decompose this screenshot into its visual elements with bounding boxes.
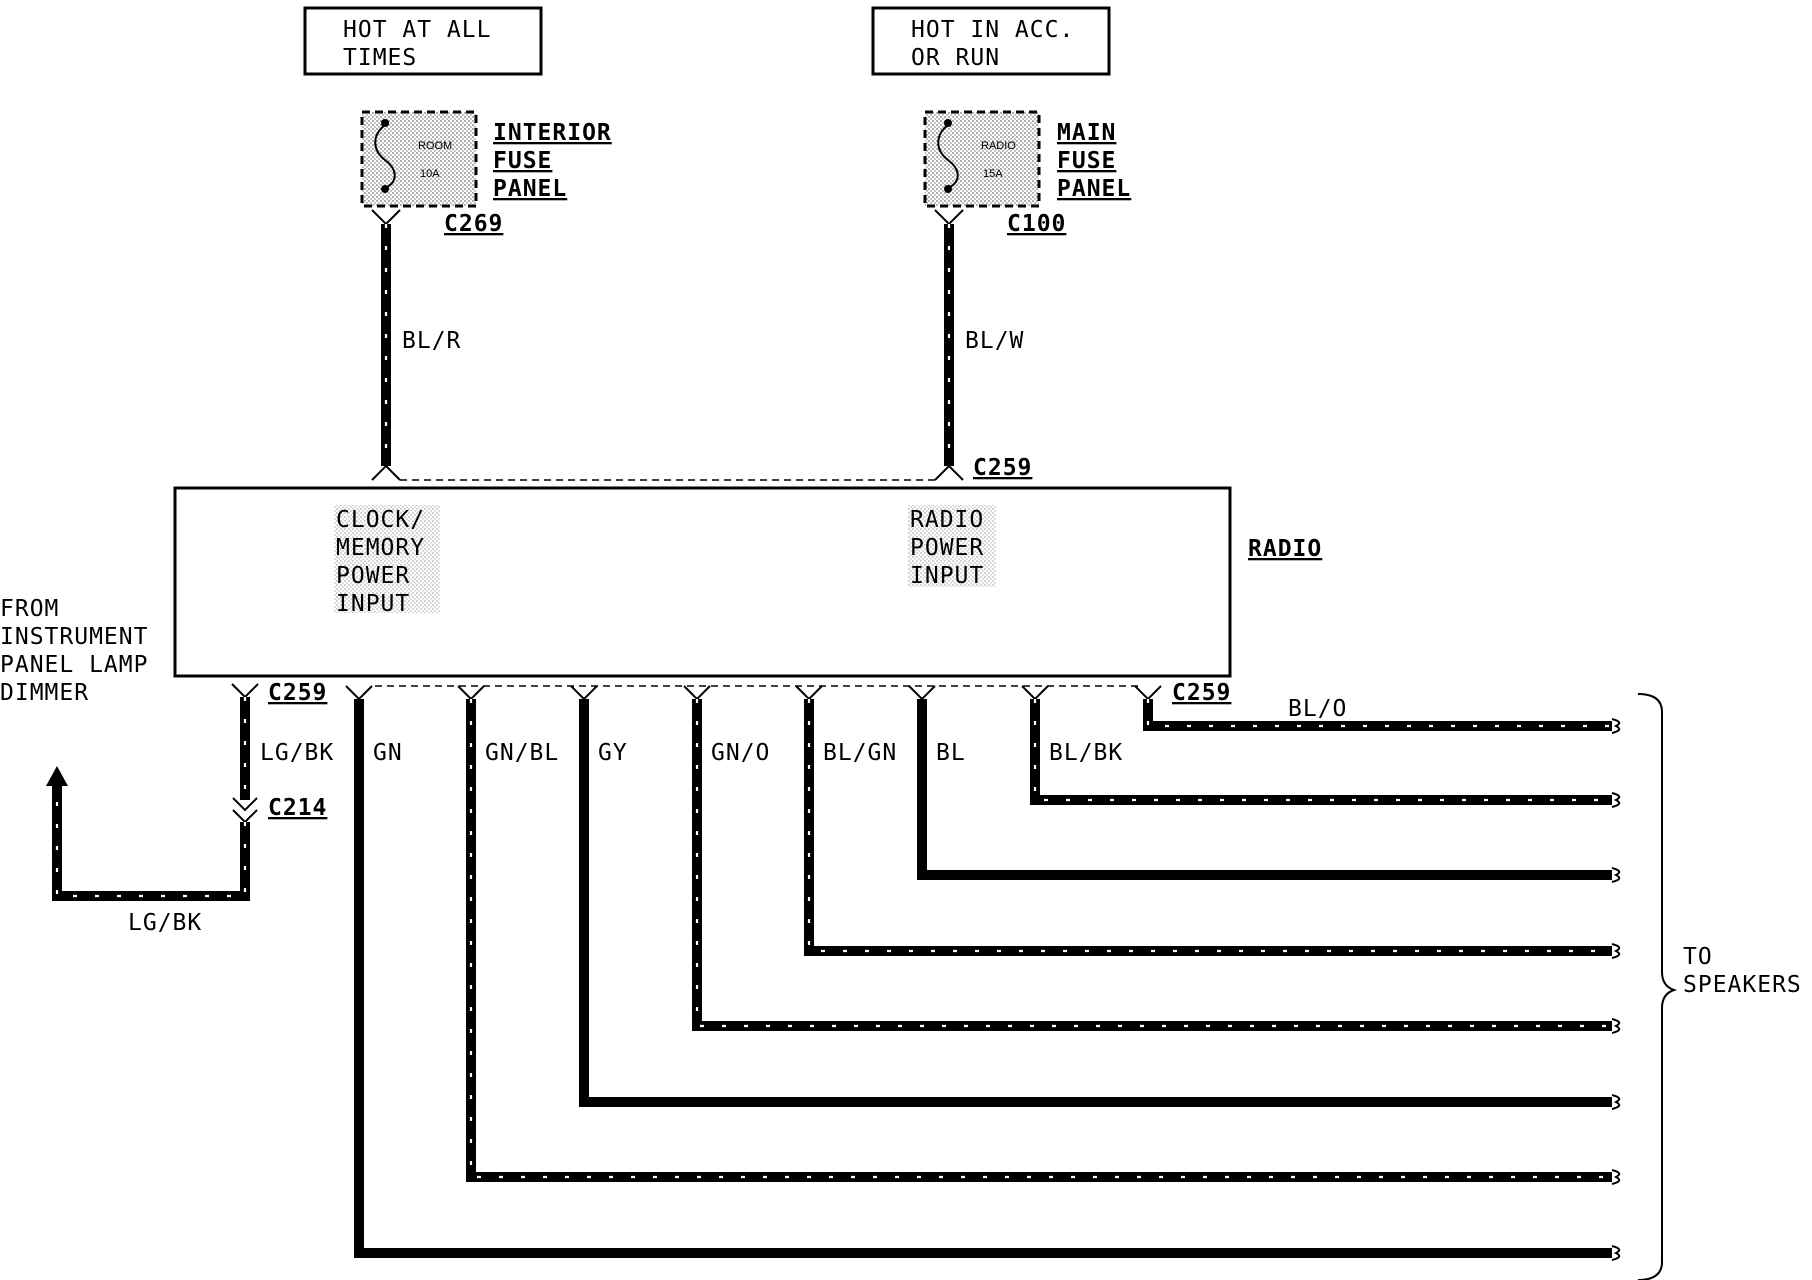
- wire-bl-r-label: BL/R: [402, 328, 461, 354]
- speaker-wire-label: GN: [373, 740, 403, 766]
- speaker-wire: BL/BK: [1021, 685, 1621, 808]
- speaker-wire: GN/O: [683, 685, 1621, 1034]
- speaker-wires: GN GN/BL GY GN/O BL/GN BL BL/BK BL/O: [345, 685, 1621, 1261]
- speaker-wire: BL/O: [1134, 685, 1621, 734]
- wire-bl-w-label: BL/W: [965, 328, 1024, 354]
- speaker-wire: BL: [908, 685, 1621, 883]
- connector-c214-label: C214: [268, 795, 327, 821]
- wire-lg-bk: [46, 683, 259, 901]
- wire-end-icon: [1611, 867, 1621, 883]
- fuse-interior-rating: 10A: [420, 168, 440, 180]
- speaker-wire: GY: [570, 685, 1621, 1110]
- speaker-wire-label: GN/O: [711, 740, 770, 766]
- speaker-wire-label: BL: [936, 740, 966, 766]
- speaker-wire-label: BL/O: [1288, 696, 1347, 722]
- wire-end-icon: [1611, 1169, 1621, 1185]
- dimmer-wire-bottom-label: LG/BK: [128, 910, 202, 936]
- wire-end-icon: [1611, 1245, 1621, 1261]
- connector-c259-top-label: C259: [973, 455, 1032, 481]
- fuse-main-name: RADIO: [981, 140, 1016, 152]
- connector-c269-label: C269: [444, 211, 503, 237]
- connector-c259-right-label: C259: [1172, 680, 1231, 706]
- radio-module: [173, 486, 1232, 678]
- fuse-interior-symbol: [374, 124, 396, 189]
- speaker-wire-label: GY: [598, 740, 628, 766]
- speaker-wire: BL/GN: [795, 685, 1621, 959]
- wire-bl-r: BL/R: [371, 209, 461, 481]
- wire-end-icon: [1611, 718, 1621, 734]
- power-source-acc-line1: HOT IN ACC.OR RUN: [911, 17, 1074, 71]
- radio-label: RADIO: [1248, 536, 1322, 562]
- fuse-interior-name: ROOM: [418, 140, 452, 152]
- speaker-wire: GN: [345, 685, 1621, 1261]
- wire-end-icon: [1611, 1018, 1621, 1034]
- speaker-wire: GN/BL: [457, 685, 1621, 1185]
- speaker-wire-label: BL/BK: [1049, 740, 1123, 766]
- wire-end-icon: [1611, 943, 1621, 959]
- connector-c259-left-label: C259: [268, 680, 327, 706]
- speaker-wire-label: BL/GN: [823, 740, 897, 766]
- connector-c100-label: C100: [1007, 211, 1066, 237]
- wire-bl-w: BL/W: [934, 209, 1024, 481]
- fuse-main-symbol: [937, 124, 959, 189]
- fuse-main-rating: 15A: [983, 168, 1003, 180]
- wire-end-icon: [1611, 1094, 1621, 1110]
- speakers-bracket: [1637, 693, 1678, 1280]
- wire-end-icon: [1611, 792, 1621, 808]
- dimmer-wire-vertical-label: LG/BK: [260, 740, 334, 766]
- arrow-up-icon: [46, 766, 68, 786]
- power-source-acc: HOT IN ACC.OR RUN: [871, 6, 1111, 76]
- speaker-wire-label: GN/BL: [485, 740, 559, 766]
